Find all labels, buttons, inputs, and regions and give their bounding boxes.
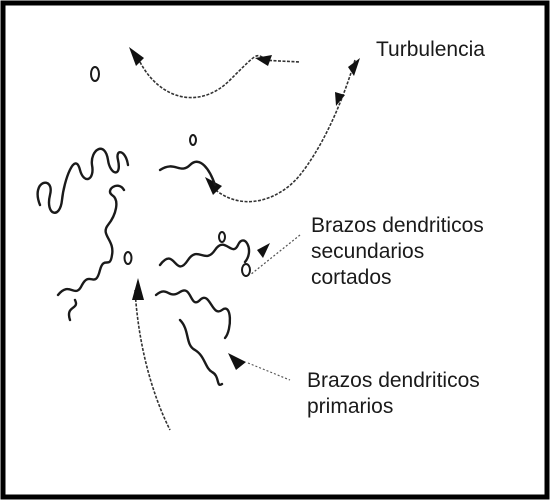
label-primary-line-2: primarios [307, 394, 480, 420]
label-primary-arms: Brazos dendriticos primarios [307, 368, 480, 420]
label-turbulence-text: Turbulencia [376, 37, 485, 63]
label-secondary-line-3: cortados [311, 265, 484, 291]
label-secondary-line-1: Brazos dendriticos [311, 213, 484, 239]
label-secondary-line-2: secundarios [311, 239, 484, 265]
label-turbulence: Turbulencia [376, 37, 485, 63]
label-secondary-arms: Brazos dendriticos secundarios cortados [311, 213, 484, 291]
label-primary-line-1: Brazos dendriticos [307, 368, 480, 394]
